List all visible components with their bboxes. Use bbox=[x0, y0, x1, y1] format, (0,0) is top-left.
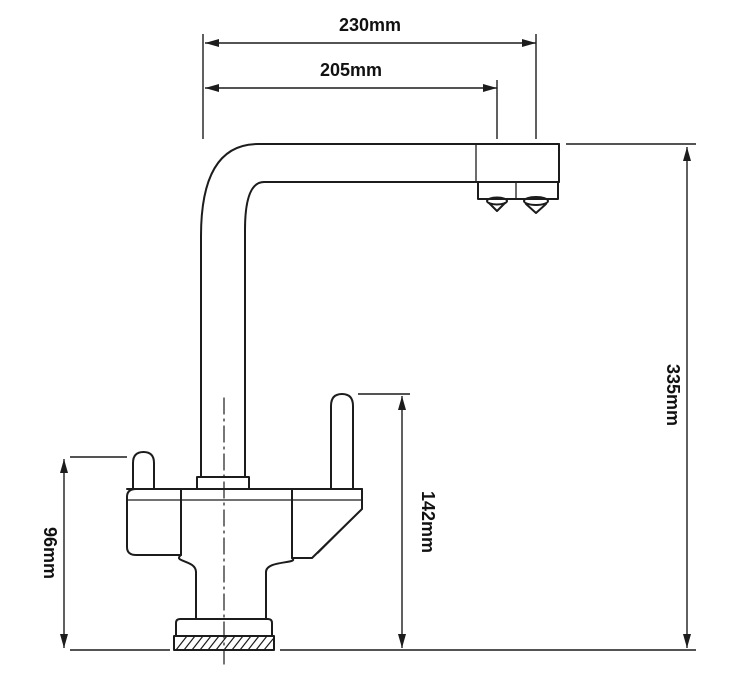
arrowhead-bottom bbox=[398, 634, 406, 648]
arrowhead-left bbox=[205, 84, 219, 92]
neck-right-curve bbox=[265, 557, 295, 573]
base-hatching bbox=[175, 635, 274, 651]
spout-outlets bbox=[486, 196, 549, 214]
faucet-base bbox=[173, 618, 275, 651]
right-handle bbox=[291, 393, 363, 559]
base-band bbox=[173, 635, 275, 651]
right-lever bbox=[330, 393, 354, 490]
dimension-label-142: 142mm bbox=[418, 491, 438, 553]
arrowhead-right bbox=[522, 39, 536, 47]
arrowhead-top bbox=[683, 147, 691, 161]
arrowhead-bottom bbox=[683, 634, 691, 648]
dimension-142mm: 142mm bbox=[358, 393, 438, 648]
riser-collar bbox=[196, 476, 250, 490]
hatch-line bbox=[223, 635, 236, 651]
dimension-230mm: 230mm bbox=[202, 15, 537, 139]
dimension-96mm: 96mm bbox=[40, 456, 170, 651]
right-handle-seam bbox=[317, 514, 357, 554]
hatch-line bbox=[199, 635, 212, 651]
dimension-label-335: 335mm bbox=[663, 364, 683, 426]
hatch-line bbox=[255, 635, 268, 651]
base-flange bbox=[175, 618, 273, 637]
outlet-b-tip bbox=[525, 203, 547, 214]
arrowhead-bottom bbox=[60, 634, 68, 648]
aerator-housing bbox=[477, 181, 559, 200]
dimension-335mm: 335mm bbox=[280, 143, 696, 651]
faucet-body bbox=[126, 476, 363, 620]
arrowhead-right bbox=[483, 84, 497, 92]
spout-and-riser bbox=[200, 143, 560, 478]
spout-outer-line bbox=[200, 143, 560, 478]
hatch-line bbox=[215, 635, 228, 651]
hatch-line bbox=[183, 635, 196, 651]
dimension-205mm: 205mm bbox=[205, 60, 498, 139]
dimension-annotations: 230mm 205mm 335mm bbox=[40, 15, 696, 651]
neck-left-curve bbox=[178, 554, 197, 573]
hatch-line bbox=[239, 635, 252, 651]
hatch-line bbox=[231, 635, 244, 651]
dimension-label-230: 230mm bbox=[339, 15, 401, 35]
hatch-line bbox=[263, 638, 274, 651]
outlet-b bbox=[523, 196, 549, 206]
left-handle-block bbox=[126, 488, 182, 556]
faucet-outline bbox=[126, 143, 560, 665]
hatch-line bbox=[207, 635, 220, 651]
spout-inner-line bbox=[244, 181, 560, 478]
outlet-a-tip bbox=[488, 202, 506, 212]
dimension-label-205: 205mm bbox=[320, 60, 382, 80]
outlet-a bbox=[486, 196, 508, 206]
left-handle bbox=[126, 451, 182, 556]
arrowhead-top bbox=[60, 459, 68, 473]
hatch-line bbox=[175, 635, 188, 651]
hatch-line bbox=[191, 635, 204, 651]
arrowhead-left bbox=[205, 39, 219, 47]
dimension-label-96: 96mm bbox=[40, 527, 60, 579]
hatch-line bbox=[247, 635, 260, 651]
left-lever bbox=[132, 451, 155, 490]
arrowhead-top bbox=[398, 396, 406, 410]
